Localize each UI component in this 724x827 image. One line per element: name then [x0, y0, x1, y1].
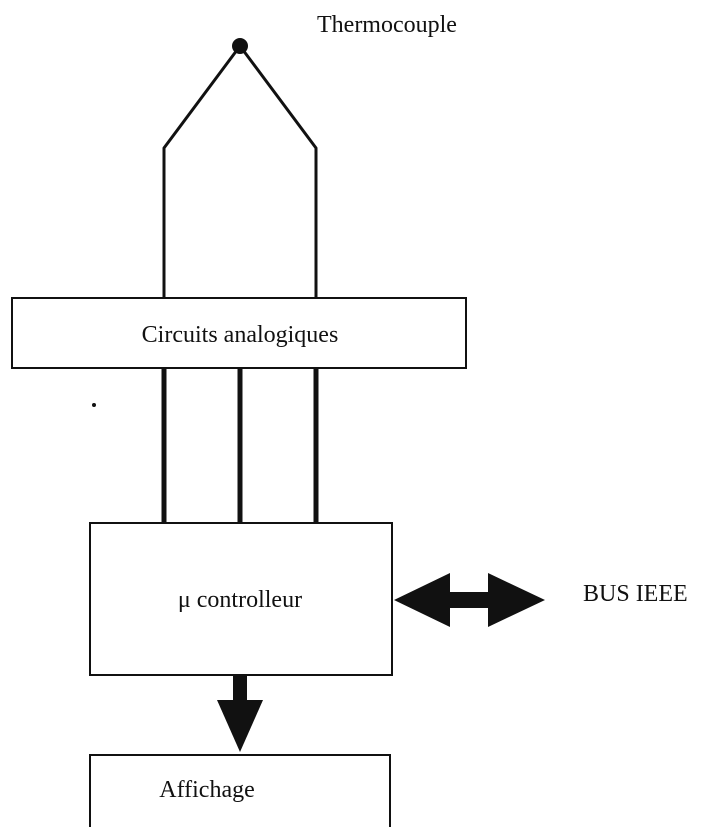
analog-circuits-label: Circuits analogiques — [142, 322, 339, 348]
bus-ieee-label: BUS IEEE — [583, 581, 688, 607]
analog-circuits-block — [11, 297, 467, 369]
display-arrow-shaft — [233, 676, 247, 702]
microcontroller-block — [89, 522, 393, 676]
display-label: Affichage — [159, 777, 255, 803]
stray-mark — [92, 403, 96, 407]
analog-to-micro-lines — [161, 368, 319, 523]
display-block — [89, 754, 391, 827]
thermocouple-left-wire — [162, 45, 242, 298]
microcontroller-label: μ controlleur — [178, 587, 302, 613]
display-arrow-head — [217, 700, 263, 752]
thermocouple-junction — [232, 38, 248, 54]
bus-bidirectional-arrow — [394, 573, 545, 627]
thermocouple-right-wire — [238, 45, 318, 298]
thermocouple-wires — [162, 45, 318, 298]
thermocouple-label: Thermocouple — [317, 12, 457, 38]
